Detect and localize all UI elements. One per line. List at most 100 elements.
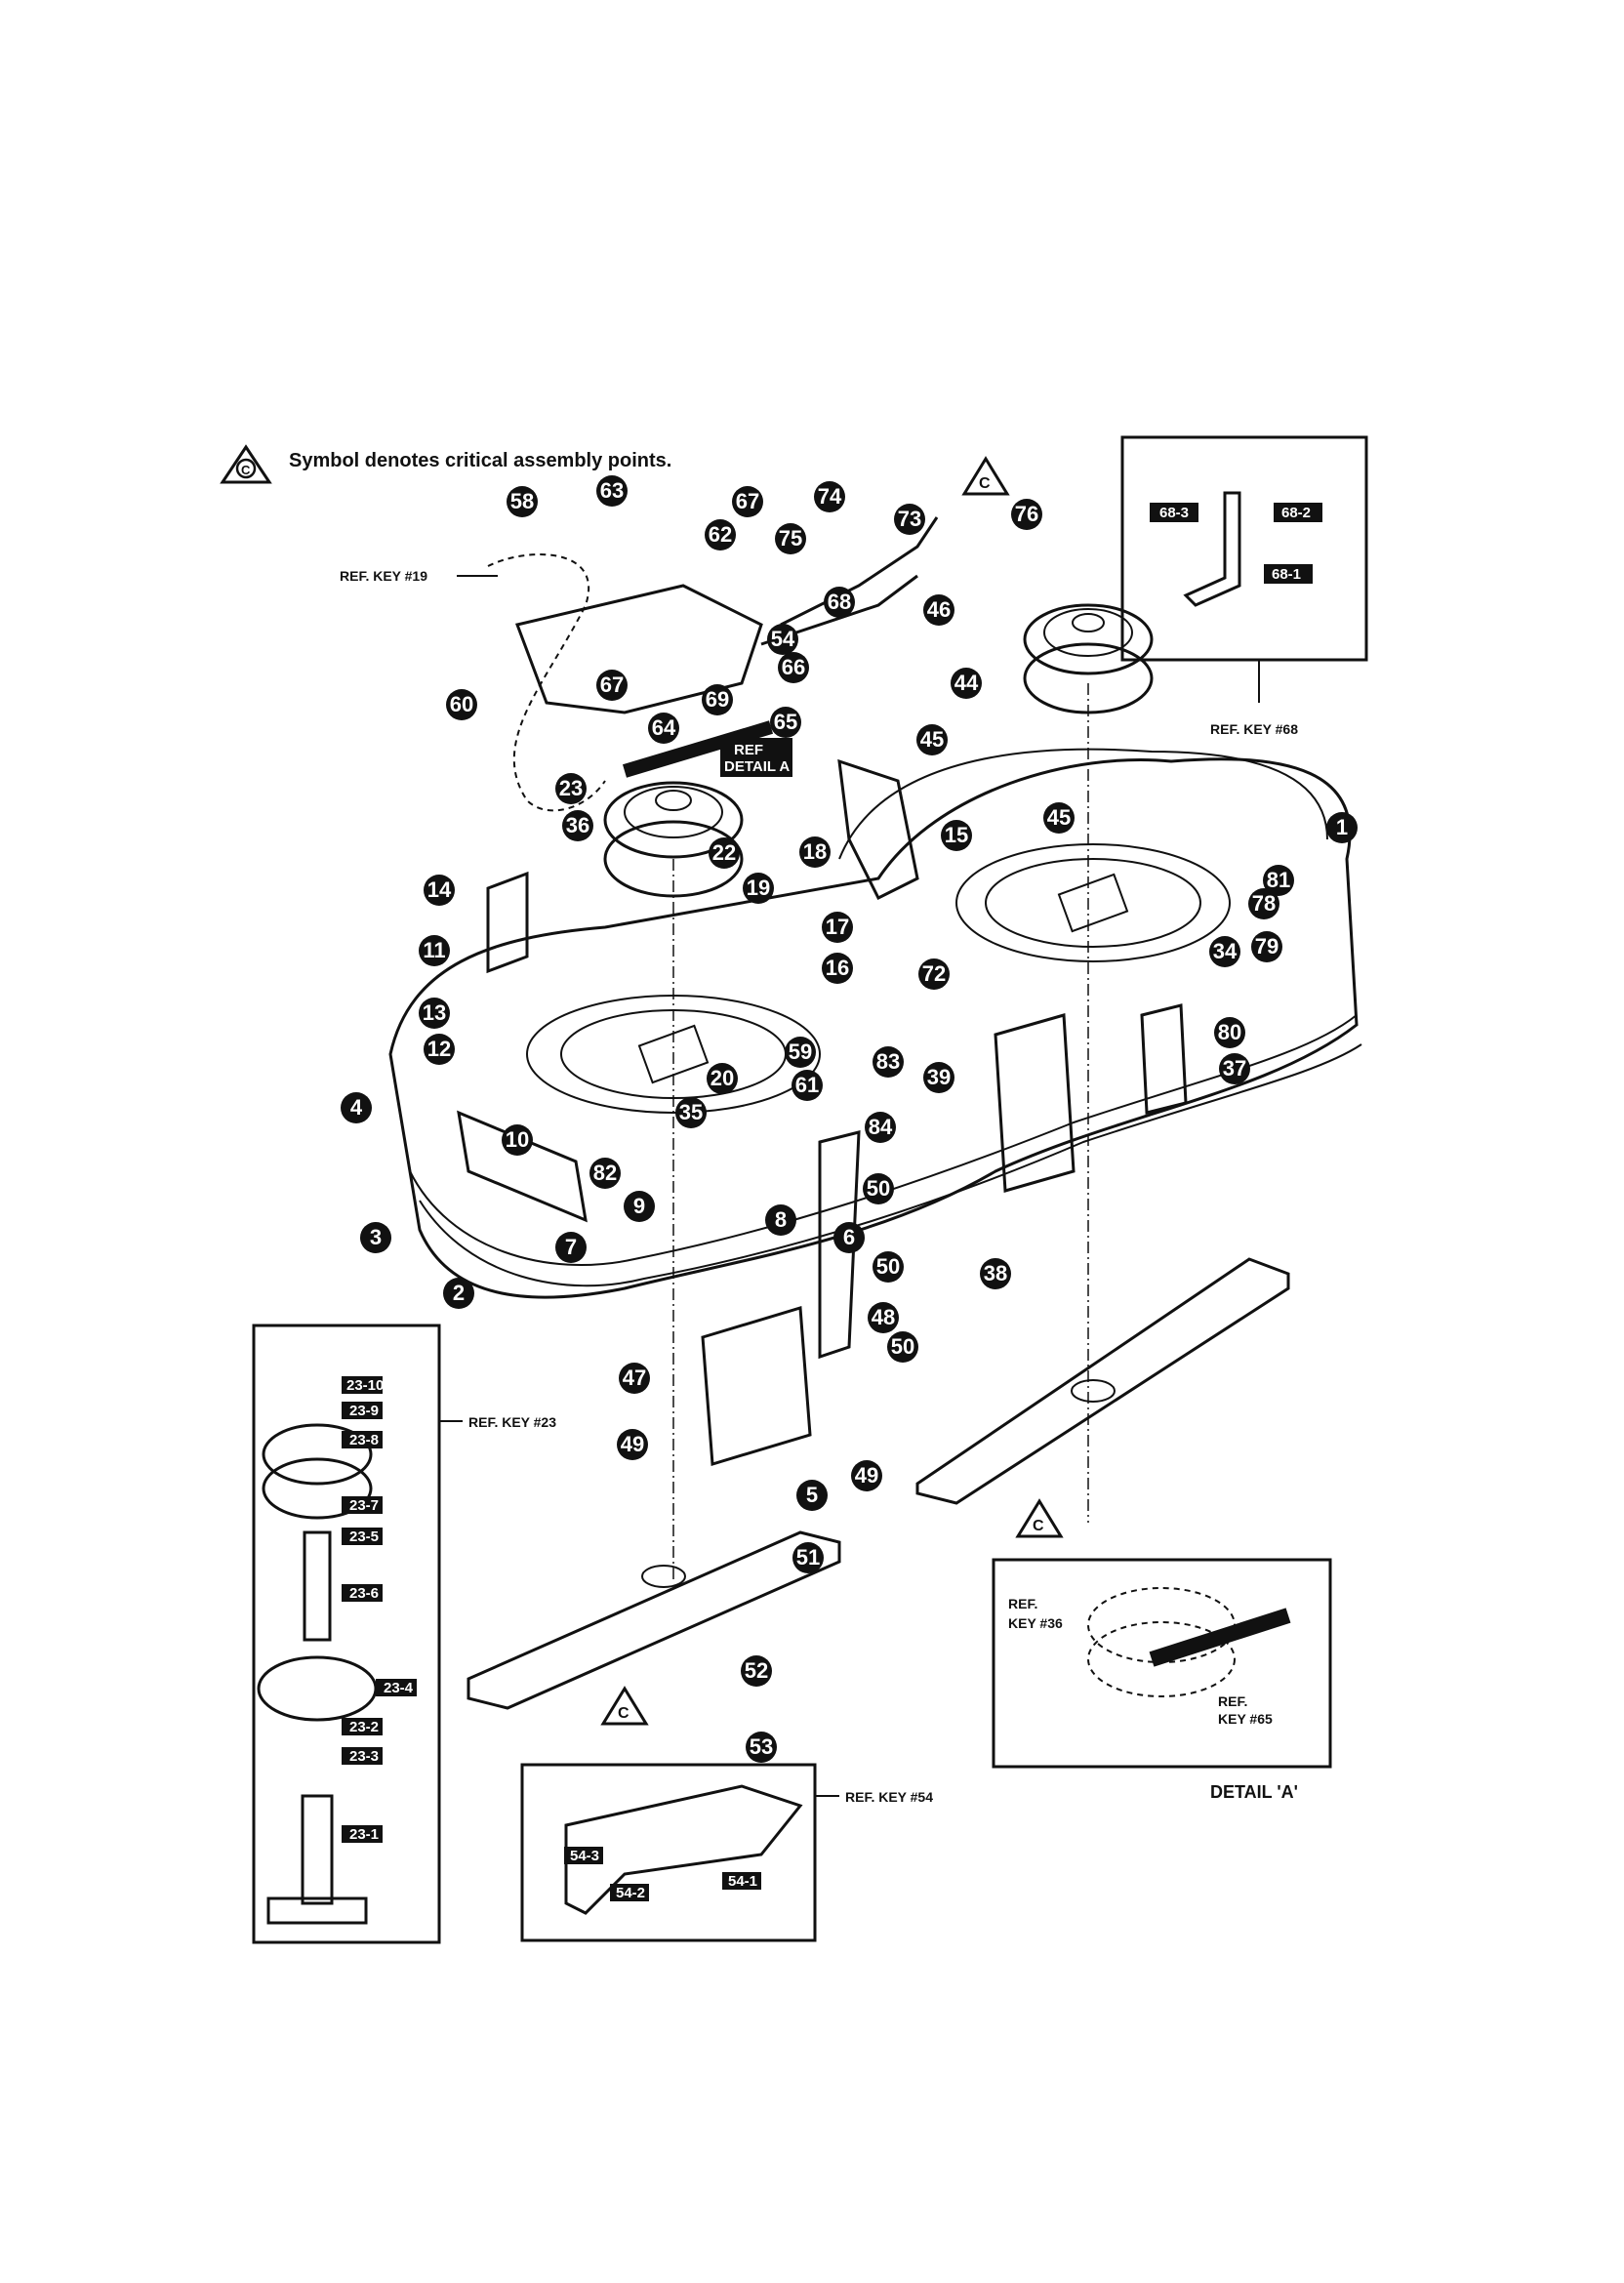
- callout-number: 50: [876, 1254, 900, 1279]
- callout-9: 9: [624, 1191, 655, 1222]
- critical-marker-3: C: [600, 1686, 649, 1726]
- callout-bubble: [824, 587, 855, 618]
- callout-52: 52: [741, 1655, 772, 1687]
- callout-bubble: [709, 837, 740, 869]
- callout-number: 19: [747, 876, 770, 900]
- callout-17: 17: [822, 912, 853, 943]
- callout-bubble: [770, 707, 801, 738]
- callout-53: 53: [746, 1732, 777, 1763]
- tag-23-1: 23-1: [349, 1826, 379, 1843]
- ref-detail-line1: REF: [734, 742, 763, 758]
- callout-49: 49: [851, 1460, 882, 1491]
- tag-68-2: 68-2: [1281, 505, 1311, 521]
- callout-bubble: [732, 486, 763, 517]
- critical-marker-1: C: [961, 456, 1010, 496]
- callout-18: 18: [799, 836, 831, 868]
- callout-bubble: [814, 481, 845, 512]
- callout-bubble: [767, 624, 798, 655]
- callout-bubble: [424, 1034, 455, 1065]
- callout-81: 81: [1263, 865, 1294, 896]
- ref-key-65-line2: KEY #65: [1218, 1711, 1273, 1727]
- callout-bubble: [822, 912, 853, 943]
- callout-82: 82: [589, 1158, 621, 1189]
- callout-bubble: [822, 953, 853, 984]
- callout-12: 12: [424, 1034, 455, 1065]
- callout-number: 61: [795, 1073, 819, 1097]
- callout-number: 63: [600, 478, 624, 503]
- ref-key-65-line1: REF.: [1218, 1693, 1247, 1709]
- callout-bubble: [675, 1097, 707, 1128]
- callout-50: 50: [873, 1251, 904, 1283]
- callout-bubble: [1214, 1017, 1245, 1048]
- callout-35: 35: [675, 1097, 707, 1128]
- callout-65: 65: [770, 707, 801, 738]
- inset-ref-key-68: 68-3 68-2 68-1 REF. KEY #68: [1120, 435, 1368, 737]
- callout-bubble: [775, 523, 806, 554]
- callout-number: 36: [566, 813, 589, 837]
- callout-bubble: [863, 1173, 894, 1204]
- callout-83: 83: [873, 1046, 904, 1078]
- callout-number: 38: [984, 1261, 1007, 1285]
- callout-23: 23: [555, 773, 587, 804]
- callout-69: 69: [702, 684, 733, 715]
- callout-bubble: [1209, 936, 1240, 967]
- callout-bubble: [941, 820, 972, 851]
- callout-number: 74: [818, 484, 842, 509]
- callout-10: 10: [502, 1124, 533, 1156]
- callout-number: 44: [954, 671, 979, 695]
- callout-bubble: [707, 1063, 738, 1094]
- detail-a-title: DETAIL 'A': [1210, 1782, 1298, 1802]
- callout-bubble: [746, 1732, 777, 1763]
- callout-number: 23: [559, 776, 583, 800]
- critical-symbol-icon: [220, 444, 272, 484]
- inset-23-tags: 23-10 23-9 23-8 23-7 23-5 23-6 23-4 23-2…: [342, 1376, 417, 1843]
- callout-bubble: [424, 875, 455, 906]
- callout-61: 61: [792, 1070, 823, 1101]
- ref-detail-line2: DETAIL A: [724, 758, 790, 775]
- tag-23-5: 23-5: [349, 1529, 379, 1545]
- callout-51: 51: [792, 1542, 824, 1573]
- callout-bubble: [1263, 865, 1294, 896]
- tag-23-2: 23-2: [349, 1719, 379, 1735]
- tag-23-9: 23-9: [349, 1403, 379, 1419]
- callout-number: 50: [891, 1334, 914, 1359]
- callout-3: 3: [360, 1222, 391, 1253]
- callout-bubble: [887, 1331, 918, 1363]
- ref-key-68: REF. KEY #68: [1210, 721, 1298, 737]
- callout-bubble: [419, 935, 450, 966]
- callout-44: 44: [951, 668, 982, 699]
- callout-number: 79: [1255, 934, 1279, 958]
- callout-84: 84: [865, 1112, 896, 1143]
- callout-number: 76: [1015, 502, 1038, 526]
- svg-text:C: C: [1033, 1518, 1044, 1534]
- callout-bubble: [360, 1222, 391, 1253]
- tag-54-3: 54-3: [570, 1848, 599, 1864]
- callout-38: 38: [980, 1258, 1011, 1289]
- callout-bubble: [419, 998, 450, 1029]
- callout-2: 2: [443, 1278, 474, 1309]
- callout-1: 1: [1326, 812, 1358, 843]
- callout-66: 66: [778, 652, 809, 683]
- callout-number: 8: [775, 1207, 787, 1232]
- callout-73: 73: [894, 504, 925, 535]
- callout-bubble: [792, 1542, 824, 1573]
- callout-number: 9: [633, 1194, 645, 1218]
- callout-number: 11: [423, 938, 445, 962]
- callout-number: 5: [806, 1483, 818, 1507]
- callout-5: 5: [796, 1480, 828, 1511]
- callout-bubble: [873, 1046, 904, 1078]
- callout-bubble: [341, 1092, 372, 1123]
- callout-number: 60: [450, 692, 473, 716]
- callout-bubble: [833, 1222, 865, 1253]
- callout-22: 22: [709, 837, 740, 869]
- callout-number: 59: [789, 1040, 812, 1064]
- callout-13: 13: [419, 998, 450, 1029]
- callout-number: 80: [1218, 1020, 1241, 1044]
- legend-symbol: C: [241, 463, 251, 477]
- callout-14: 14: [424, 875, 455, 906]
- callout-bubble: [799, 836, 831, 868]
- callout-67: 67: [732, 486, 763, 517]
- axis-lines: [672, 683, 1089, 1581]
- callout-number: 3: [370, 1225, 382, 1249]
- callout-bubble: [1043, 802, 1075, 834]
